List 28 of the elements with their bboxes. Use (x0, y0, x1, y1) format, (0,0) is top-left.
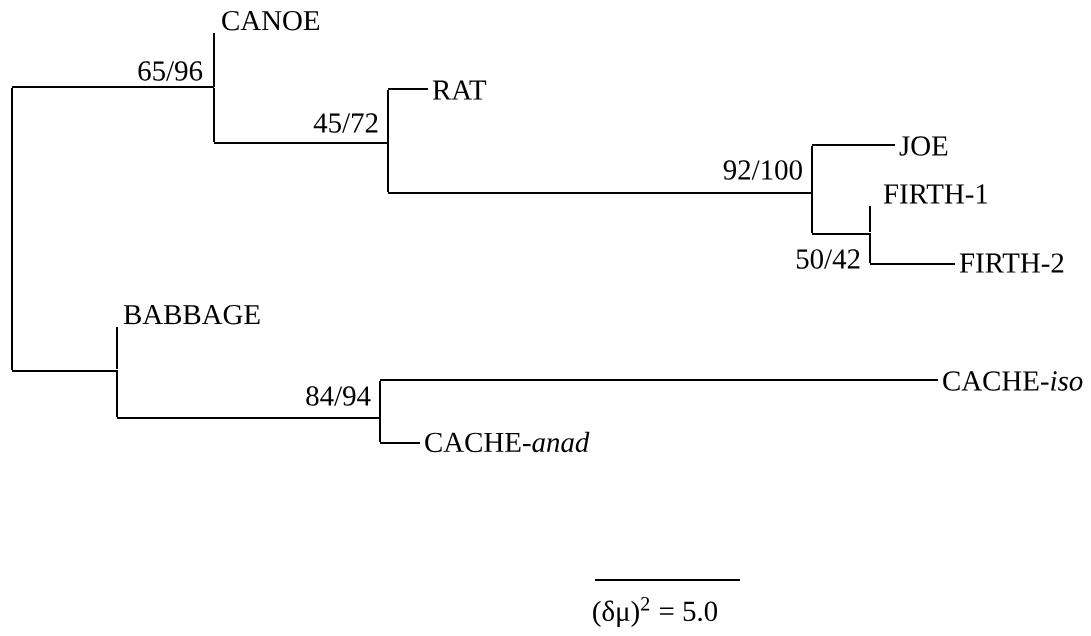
branch-line (869, 263, 956, 265)
branch-line (116, 417, 381, 419)
branch-line (116, 326, 118, 370)
taxon-label: FIRTH-2 (959, 253, 1064, 273)
support-value: 84/94 (306, 386, 371, 406)
taxon-label: JOE (899, 136, 948, 156)
support-value: 50/42 (796, 249, 860, 269)
branch-line (811, 144, 896, 146)
taxon-label: CACHE-iso (943, 371, 1083, 391)
branch-line (811, 233, 871, 235)
taxon-label: CANOE (222, 11, 320, 31)
taxon-label: BABBAGE (123, 305, 260, 325)
support-value: 65/96 (138, 61, 203, 81)
branch-line (213, 32, 215, 88)
branch-line (869, 205, 871, 233)
branch-line (213, 142, 389, 144)
branch-line (379, 379, 939, 381)
branch-line (11, 86, 215, 88)
branch-line (387, 88, 429, 90)
support-value: 45/72 (313, 113, 378, 133)
support-value: 92/100 (723, 160, 802, 180)
branch-line (387, 192, 813, 194)
taxon-label: FIRTH-1 (883, 184, 988, 204)
branch-line (11, 370, 118, 372)
taxon-label: CACHE-anad (425, 431, 590, 453)
taxon-label: RAT (432, 80, 487, 100)
scale-label: (δμ)$^{2}$ = 5.0 (593, 597, 718, 627)
branch-line (379, 442, 421, 444)
